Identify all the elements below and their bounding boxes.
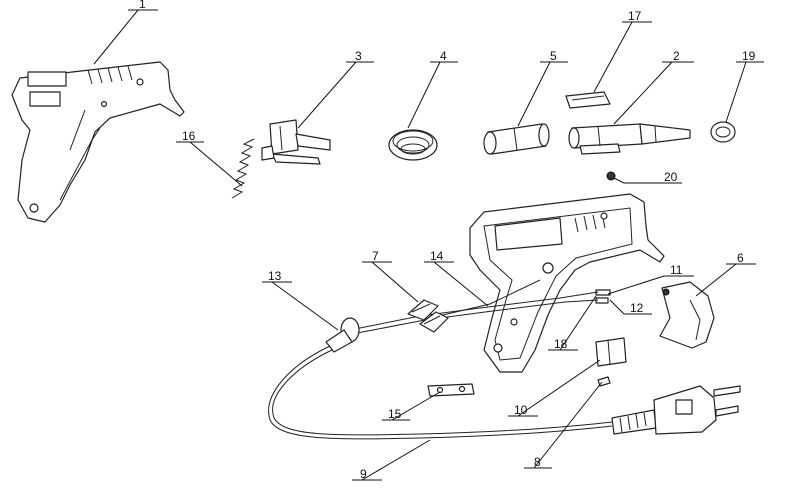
- callout-1: 1: [139, 0, 146, 11]
- callout-5: 5: [550, 49, 557, 63]
- wire-harness: [349, 279, 599, 335]
- ring-part: [710, 121, 736, 143]
- trigger-part: [659, 281, 715, 349]
- strain-relief-part: [325, 317, 360, 353]
- callout-15: 15: [388, 407, 402, 421]
- callout-6: 6: [737, 251, 744, 265]
- callout-7: 7: [372, 249, 379, 263]
- callout-3: 3: [355, 49, 362, 63]
- callout-19: 19: [742, 49, 756, 63]
- bracket-part: [595, 337, 627, 367]
- callout-2: 2: [673, 49, 680, 63]
- housing-right-part: [469, 193, 665, 373]
- callout-14: 14: [430, 249, 444, 263]
- callout-8: 8: [534, 455, 541, 469]
- callout-12: 12: [630, 301, 644, 315]
- clip-part: [565, 91, 611, 109]
- callout-9: 9: [360, 467, 367, 481]
- housing-left-part: [11, 61, 185, 223]
- switch-part: [261, 119, 331, 165]
- nozzle-part: [568, 123, 691, 155]
- plug-part: [611, 385, 741, 435]
- heating-coil-part: [388, 129, 438, 161]
- leader-lines: [93, 9, 764, 481]
- callout-17: 17: [628, 9, 642, 23]
- callout-4: 4: [440, 49, 447, 63]
- power-cord-part: [268, 345, 613, 440]
- spring-part: [231, 138, 255, 199]
- callout-18: 18: [554, 337, 568, 351]
- callout-20: 20: [664, 170, 678, 184]
- screw-part: [606, 171, 625, 184]
- sleeve-part: [483, 123, 550, 155]
- callout-11: 11: [670, 263, 683, 277]
- callout-10: 10: [514, 403, 528, 417]
- callout-13: 13: [268, 269, 282, 283]
- callout-16: 16: [182, 129, 196, 143]
- clamp-plate-part: [427, 383, 475, 397]
